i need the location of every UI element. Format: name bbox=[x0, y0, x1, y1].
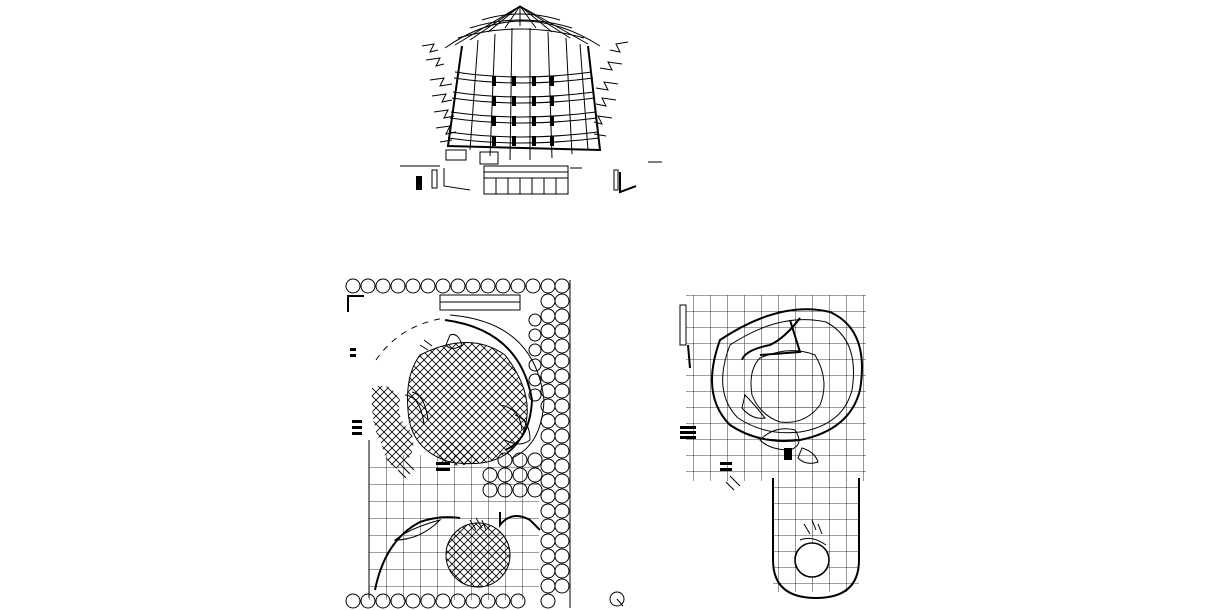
curved-wall bbox=[741, 317, 801, 361]
lobby-leaf bbox=[741, 394, 766, 419]
paving-grid-lower bbox=[369, 455, 539, 600]
lobby-semicircle bbox=[759, 428, 800, 451]
tree-row-top bbox=[345, 278, 541, 294]
site-plan-small bbox=[679, 295, 866, 600]
building-base bbox=[400, 149, 662, 195]
central-plaza-hatch bbox=[407, 342, 528, 465]
stair-blocks-small bbox=[680, 426, 792, 471]
courtyard-wall bbox=[499, 512, 541, 531]
courtyard-hatch-circle bbox=[445, 522, 511, 588]
tail-feature-circle bbox=[794, 542, 830, 578]
tail-arc bbox=[799, 537, 827, 546]
tail-stairs bbox=[803, 519, 823, 535]
side-wall bbox=[679, 304, 687, 346]
side-wall-step bbox=[687, 344, 691, 369]
site-plan-large bbox=[345, 278, 571, 609]
stairs-marks bbox=[397, 339, 487, 531]
pavilion-inner-ring bbox=[722, 319, 855, 434]
tree-column-right bbox=[540, 278, 570, 609]
floor-bands bbox=[447, 71, 600, 144]
paving-grid-middle bbox=[686, 441, 866, 481]
small-stairs bbox=[725, 475, 741, 491]
entry-wedge bbox=[759, 319, 802, 356]
dome-ribs bbox=[454, 5, 589, 46]
facade-mullions bbox=[469, 27, 589, 161]
plaza-hatch-south bbox=[440, 440, 480, 466]
steps-marks bbox=[350, 348, 450, 471]
window-openings bbox=[492, 76, 554, 146]
right-foliage bbox=[593, 41, 629, 137]
building-elevation bbox=[400, 5, 662, 195]
tail-outline bbox=[772, 478, 860, 600]
courtyard-arc bbox=[374, 516, 461, 591]
left-foliage bbox=[421, 43, 457, 143]
small-arc-right bbox=[797, 447, 819, 464]
dome-outline bbox=[444, 20, 601, 49]
lobby-grid bbox=[750, 350, 825, 423]
building-footprint bbox=[404, 294, 545, 459]
courtyard-leaf bbox=[393, 519, 442, 541]
pavilion-outer bbox=[711, 308, 863, 442]
corner-mark bbox=[347, 295, 364, 312]
path-dashed-arc bbox=[375, 317, 446, 361]
north-arrow-circle-icon bbox=[609, 591, 625, 607]
plaza-hatch-west bbox=[371, 385, 414, 470]
